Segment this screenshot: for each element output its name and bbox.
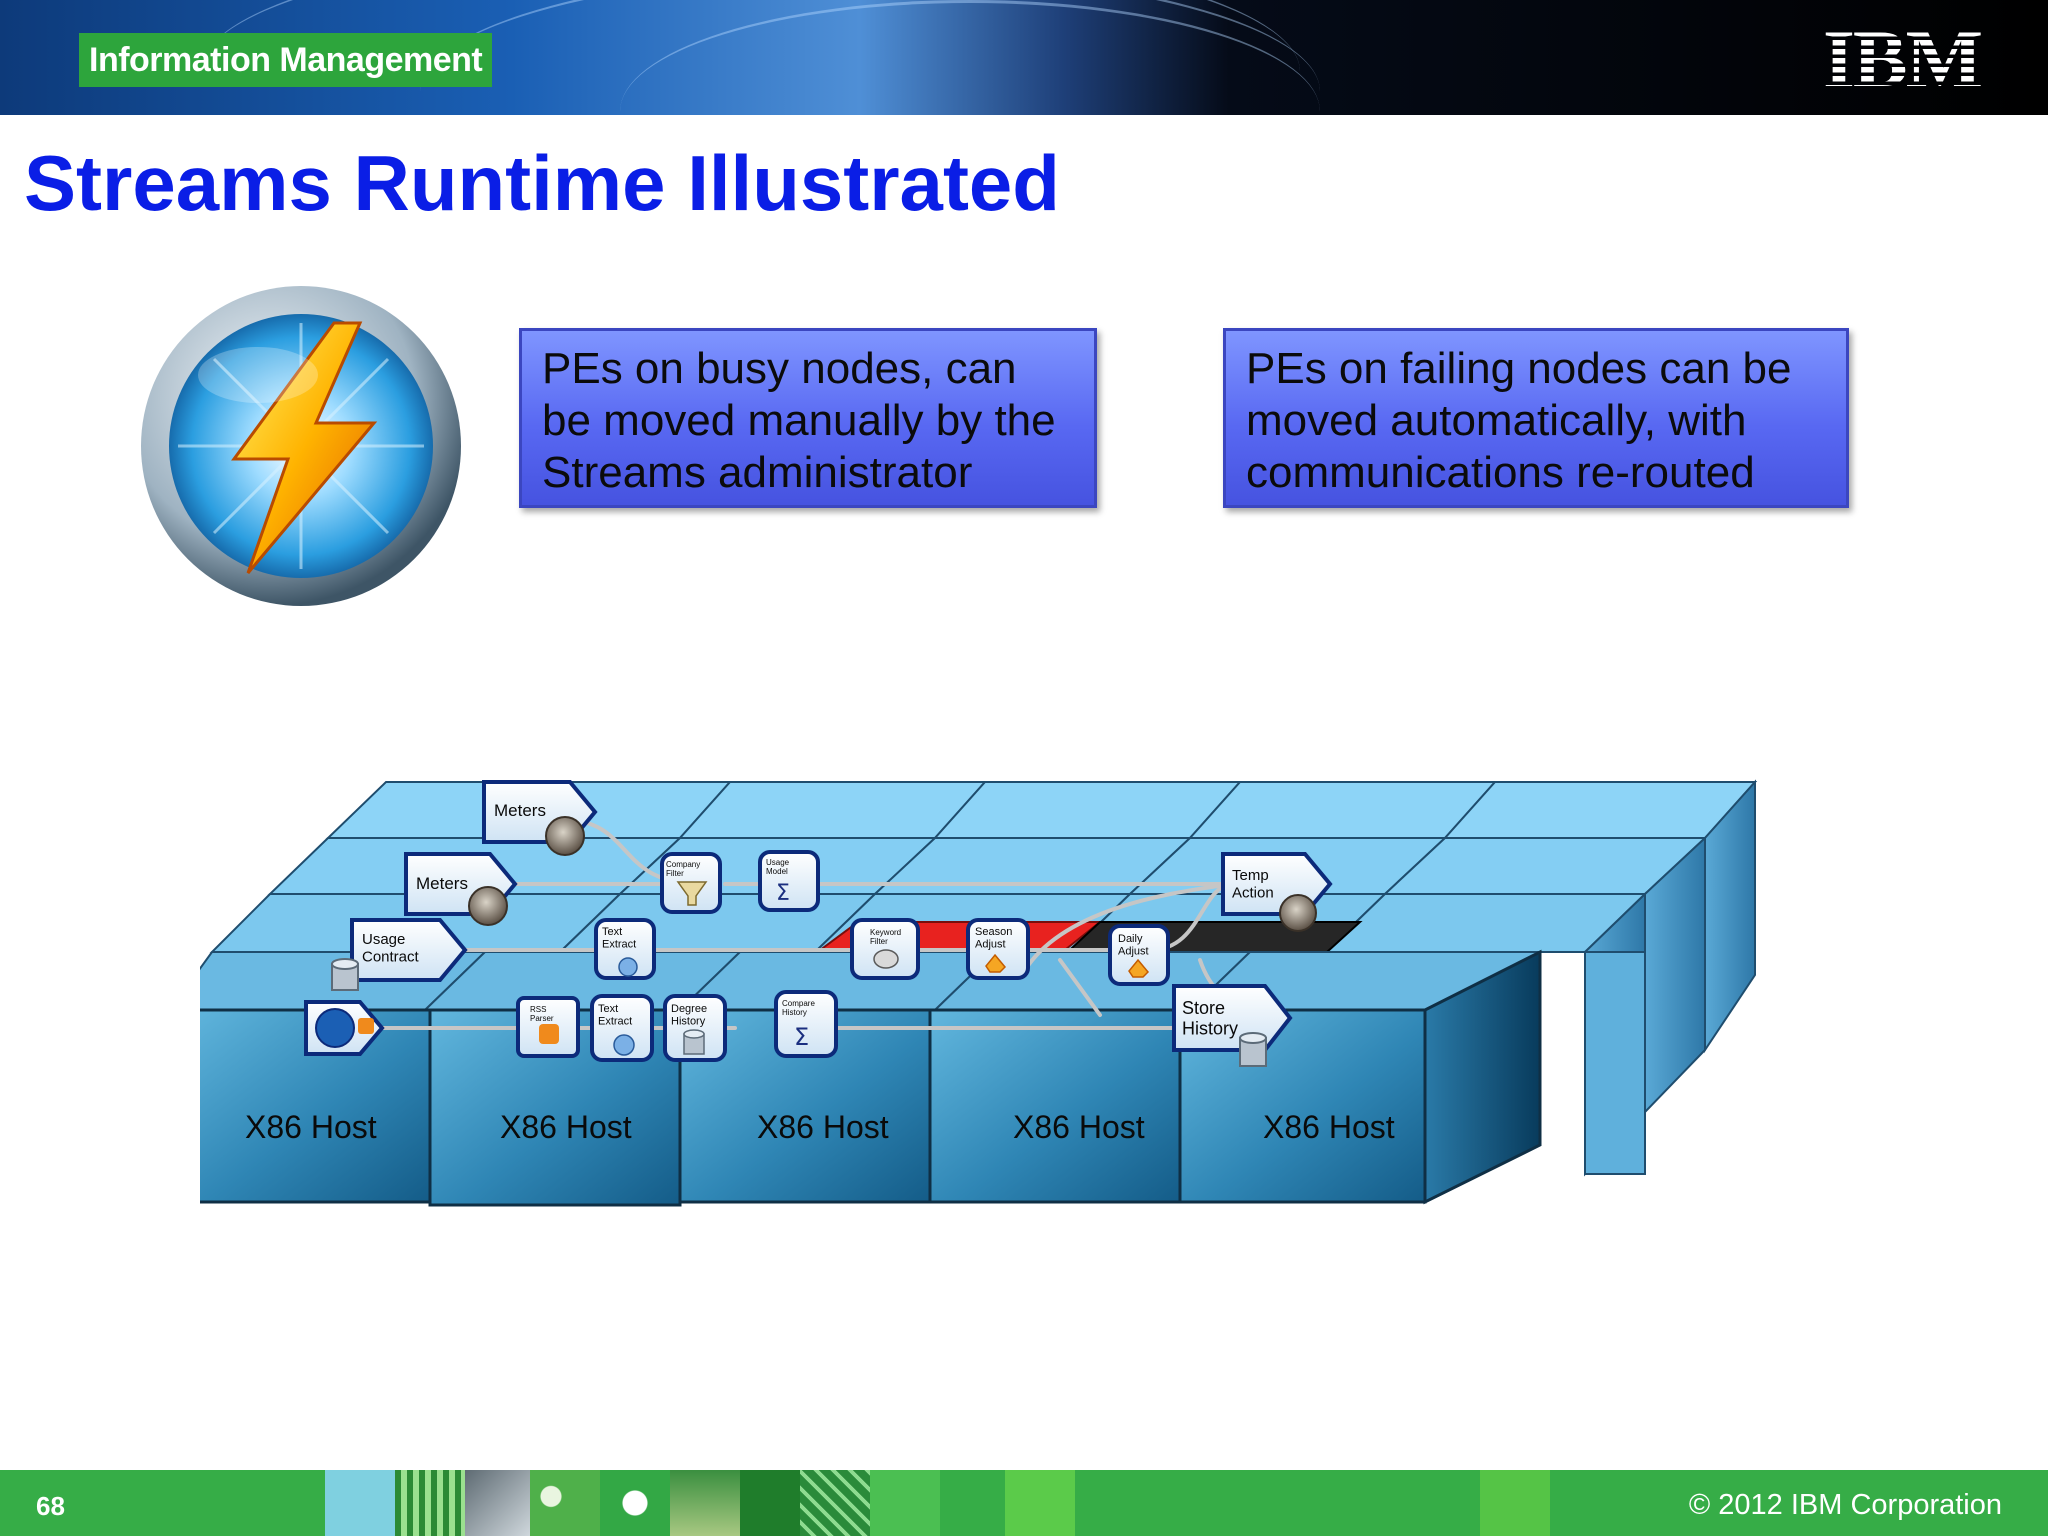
header-streak xyxy=(620,0,1320,115)
source-satellite-feed xyxy=(304,1000,385,1056)
gear-cluster-icon xyxy=(545,816,585,856)
source-meters-middle: Meters xyxy=(404,852,518,926)
footer-image-tile xyxy=(395,1470,465,1536)
flame-icon xyxy=(1128,958,1150,978)
host-label: X86 Host xyxy=(500,1109,632,1145)
callout-line: communications re-routed xyxy=(1246,448,1755,497)
source-meters-top: Meters xyxy=(482,780,598,856)
host-label: X86 Host xyxy=(245,1109,377,1145)
satellite-icon xyxy=(315,1008,355,1048)
sigma-icon: Σ xyxy=(794,1023,809,1051)
filter-icon xyxy=(873,949,899,969)
streams-host-diagram: X86 Host X86 Host X86 Host X86 Host X86 … xyxy=(200,779,1758,1207)
footer-image-tile xyxy=(600,1470,670,1536)
callout-line: PEs on failing nodes can be xyxy=(1246,344,1792,393)
callout-manual-move: PEs on busy nodes, can be moved manually… xyxy=(519,328,1097,508)
source-label: Meters xyxy=(494,801,546,820)
host-label: X86 Host xyxy=(1263,1109,1395,1145)
database-icon xyxy=(331,958,359,991)
rss-icon xyxy=(358,1018,374,1034)
database-icon xyxy=(683,1029,705,1055)
footer-image-tile xyxy=(870,1470,940,1536)
callout-line: moved automatically, with xyxy=(1246,396,1747,445)
footer-image-tile xyxy=(325,1470,395,1536)
callout-line: be moved manually by the xyxy=(542,396,1056,445)
page-title: Streams Runtime Illustrated xyxy=(24,139,1060,227)
copyright: © 2012 IBM Corporation xyxy=(1688,1489,2002,1521)
rss-icon xyxy=(539,1024,559,1044)
database-icon xyxy=(1239,1032,1267,1067)
source-label: Meters xyxy=(416,874,468,893)
svg-text:IBM: IBM xyxy=(1823,22,1982,94)
funnel-icon xyxy=(676,881,708,906)
slide-footer xyxy=(0,1470,2048,1536)
callout-automatic-move: PEs on failing nodes can be moved automa… xyxy=(1223,328,1849,508)
brand-badge: Information Management xyxy=(79,33,493,87)
host-label: X86 Host xyxy=(1013,1109,1145,1145)
globe-icon xyxy=(613,1034,635,1056)
host-fronts xyxy=(200,949,1542,1207)
footer-image-tile xyxy=(670,1470,740,1536)
flame-icon xyxy=(985,953,1007,973)
slide-header: Information Management IBM xyxy=(0,0,2048,115)
page-number: 68 xyxy=(36,1491,65,1521)
gear-cluster-icon xyxy=(468,886,508,926)
callout-line: PEs on busy nodes, can xyxy=(542,344,1017,393)
footer-image-tile xyxy=(465,1470,530,1536)
sigma-icon: Σ xyxy=(776,881,790,906)
gear-cluster-icon xyxy=(1279,894,1317,932)
lightning-orb-icon xyxy=(141,286,461,606)
footer-image-tile xyxy=(1005,1470,1075,1536)
footer-image-tile xyxy=(530,1470,600,1536)
callout-line: Streams administrator xyxy=(542,448,973,497)
footer-image-tile xyxy=(1480,1470,1550,1536)
footer-image-tile xyxy=(740,1470,800,1536)
x86-host xyxy=(928,1008,1182,1204)
ibm-logo: IBM xyxy=(1823,22,1984,94)
footer-image-tile xyxy=(800,1470,870,1536)
host-label: X86 Host xyxy=(757,1109,889,1145)
globe-icon xyxy=(618,957,638,977)
